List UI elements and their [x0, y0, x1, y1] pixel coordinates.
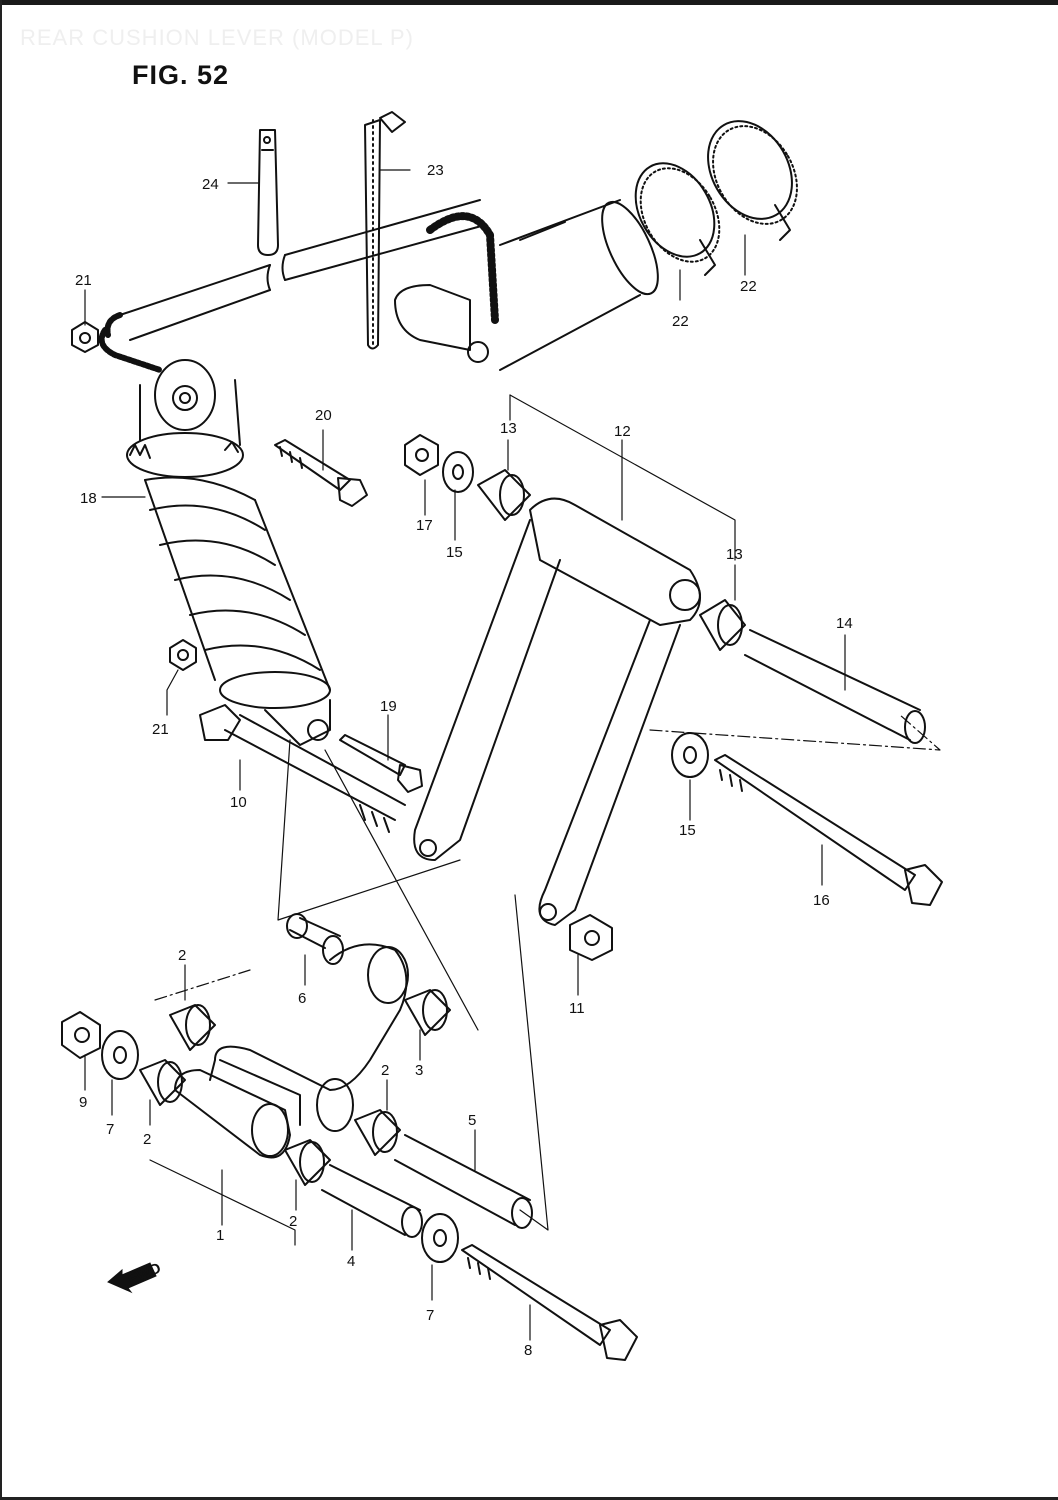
band-part-23 — [364, 111, 406, 350]
reservoir-assembly — [98, 199, 659, 373]
bolt-part-8 — [461, 1244, 638, 1361]
nut-part-9 — [61, 1011, 101, 1059]
callout-13-upper: 13 — [500, 420, 517, 437]
callout-15-lower: 15 — [679, 822, 696, 839]
bearing-part-2-a — [169, 1004, 216, 1051]
callout-18: 18 — [80, 490, 97, 507]
callout-4: 4 — [347, 1253, 355, 1270]
leader-lines — [84, 169, 846, 1341]
cushion-lever-part-1 — [174, 943, 409, 1159]
callout-7-left: 7 — [106, 1121, 114, 1138]
callout-2-d: 2 — [289, 1213, 297, 1230]
callout-19: 19 — [380, 698, 397, 715]
sleeve-part-4 — [321, 1164, 423, 1238]
bearing-part-2-d — [284, 1139, 331, 1186]
callout-3: 3 — [415, 1062, 423, 1079]
callout-6: 6 — [298, 990, 306, 1007]
callout-20: 20 — [315, 407, 332, 424]
strap-part-24 — [257, 129, 279, 256]
callout-labels: 21 24 23 22 22 20 18 17 15 13 12 13 14 2… — [75, 162, 853, 1359]
bearing-part-2-b — [139, 1059, 186, 1106]
cushion-rod-part-12 — [413, 497, 701, 926]
figure-label: FIG. 52 — [132, 60, 230, 90]
bottom-border — [0, 1497, 1058, 1500]
callout-16: 16 — [813, 892, 830, 909]
faded-title: REAR CUSHION LEVER (MODEL P) — [20, 25, 414, 50]
hose-clamp-22-right — [707, 120, 798, 241]
callout-22-left: 22 — [672, 313, 689, 330]
callout-2-a: 2 — [178, 947, 186, 964]
callout-23: 23 — [427, 162, 444, 179]
sleeve-part-14 — [744, 629, 926, 744]
bushing-part-13-lower — [699, 599, 746, 651]
callout-22-right: 22 — [740, 278, 757, 295]
nut-part-11 — [569, 914, 613, 961]
callout-24: 24 — [202, 176, 219, 193]
callout-13-lower: 13 — [726, 546, 743, 563]
callout-9: 9 — [79, 1094, 87, 1111]
callout-12: 12 — [614, 423, 631, 440]
bolt-part-20 — [274, 439, 368, 507]
callout-1: 1 — [216, 1227, 224, 1244]
shock-absorber-part-18 — [126, 359, 331, 746]
callout-14: 14 — [836, 615, 853, 632]
washer-part-7-left — [101, 1030, 139, 1080]
fwd-arrow-icon: FWD — [107, 1260, 164, 1294]
bolt-part-16 — [714, 754, 943, 906]
top-border — [0, 0, 1058, 5]
bearing-part-3 — [404, 989, 451, 1036]
fwd-label: FWD — [125, 1260, 163, 1289]
bearing-part-2-c — [354, 1109, 401, 1156]
left-border — [0, 0, 2, 1500]
bolt-part-19 — [339, 734, 423, 793]
spacer-part-6 — [286, 913, 344, 965]
bushing-part-13-upper — [477, 469, 531, 521]
callout-2-b: 2 — [143, 1131, 151, 1148]
nut-part-17 — [404, 434, 439, 476]
callout-17: 17 — [416, 517, 433, 534]
nut-part-21-upper — [71, 321, 99, 353]
washer-part-15-upper — [442, 451, 474, 493]
hose-clamp-22-left — [634, 162, 721, 276]
callout-7-lower: 7 — [426, 1307, 434, 1324]
sleeve-part-5 — [394, 1134, 533, 1229]
callout-10: 10 — [230, 794, 247, 811]
callout-21-lower: 21 — [152, 721, 169, 738]
reference-lines — [149, 394, 941, 1246]
callout-5: 5 — [468, 1112, 476, 1129]
washer-part-7-lower — [421, 1213, 459, 1263]
callout-2-c: 2 — [381, 1062, 389, 1079]
callout-11: 11 — [569, 1000, 585, 1017]
washer-part-15-lower — [671, 732, 709, 778]
nut-part-21-lower — [169, 639, 197, 671]
callout-21-upper: 21 — [75, 272, 92, 289]
callout-15-upper: 15 — [446, 544, 463, 561]
bolt-part-10 — [199, 704, 406, 833]
callout-8: 8 — [524, 1342, 532, 1359]
